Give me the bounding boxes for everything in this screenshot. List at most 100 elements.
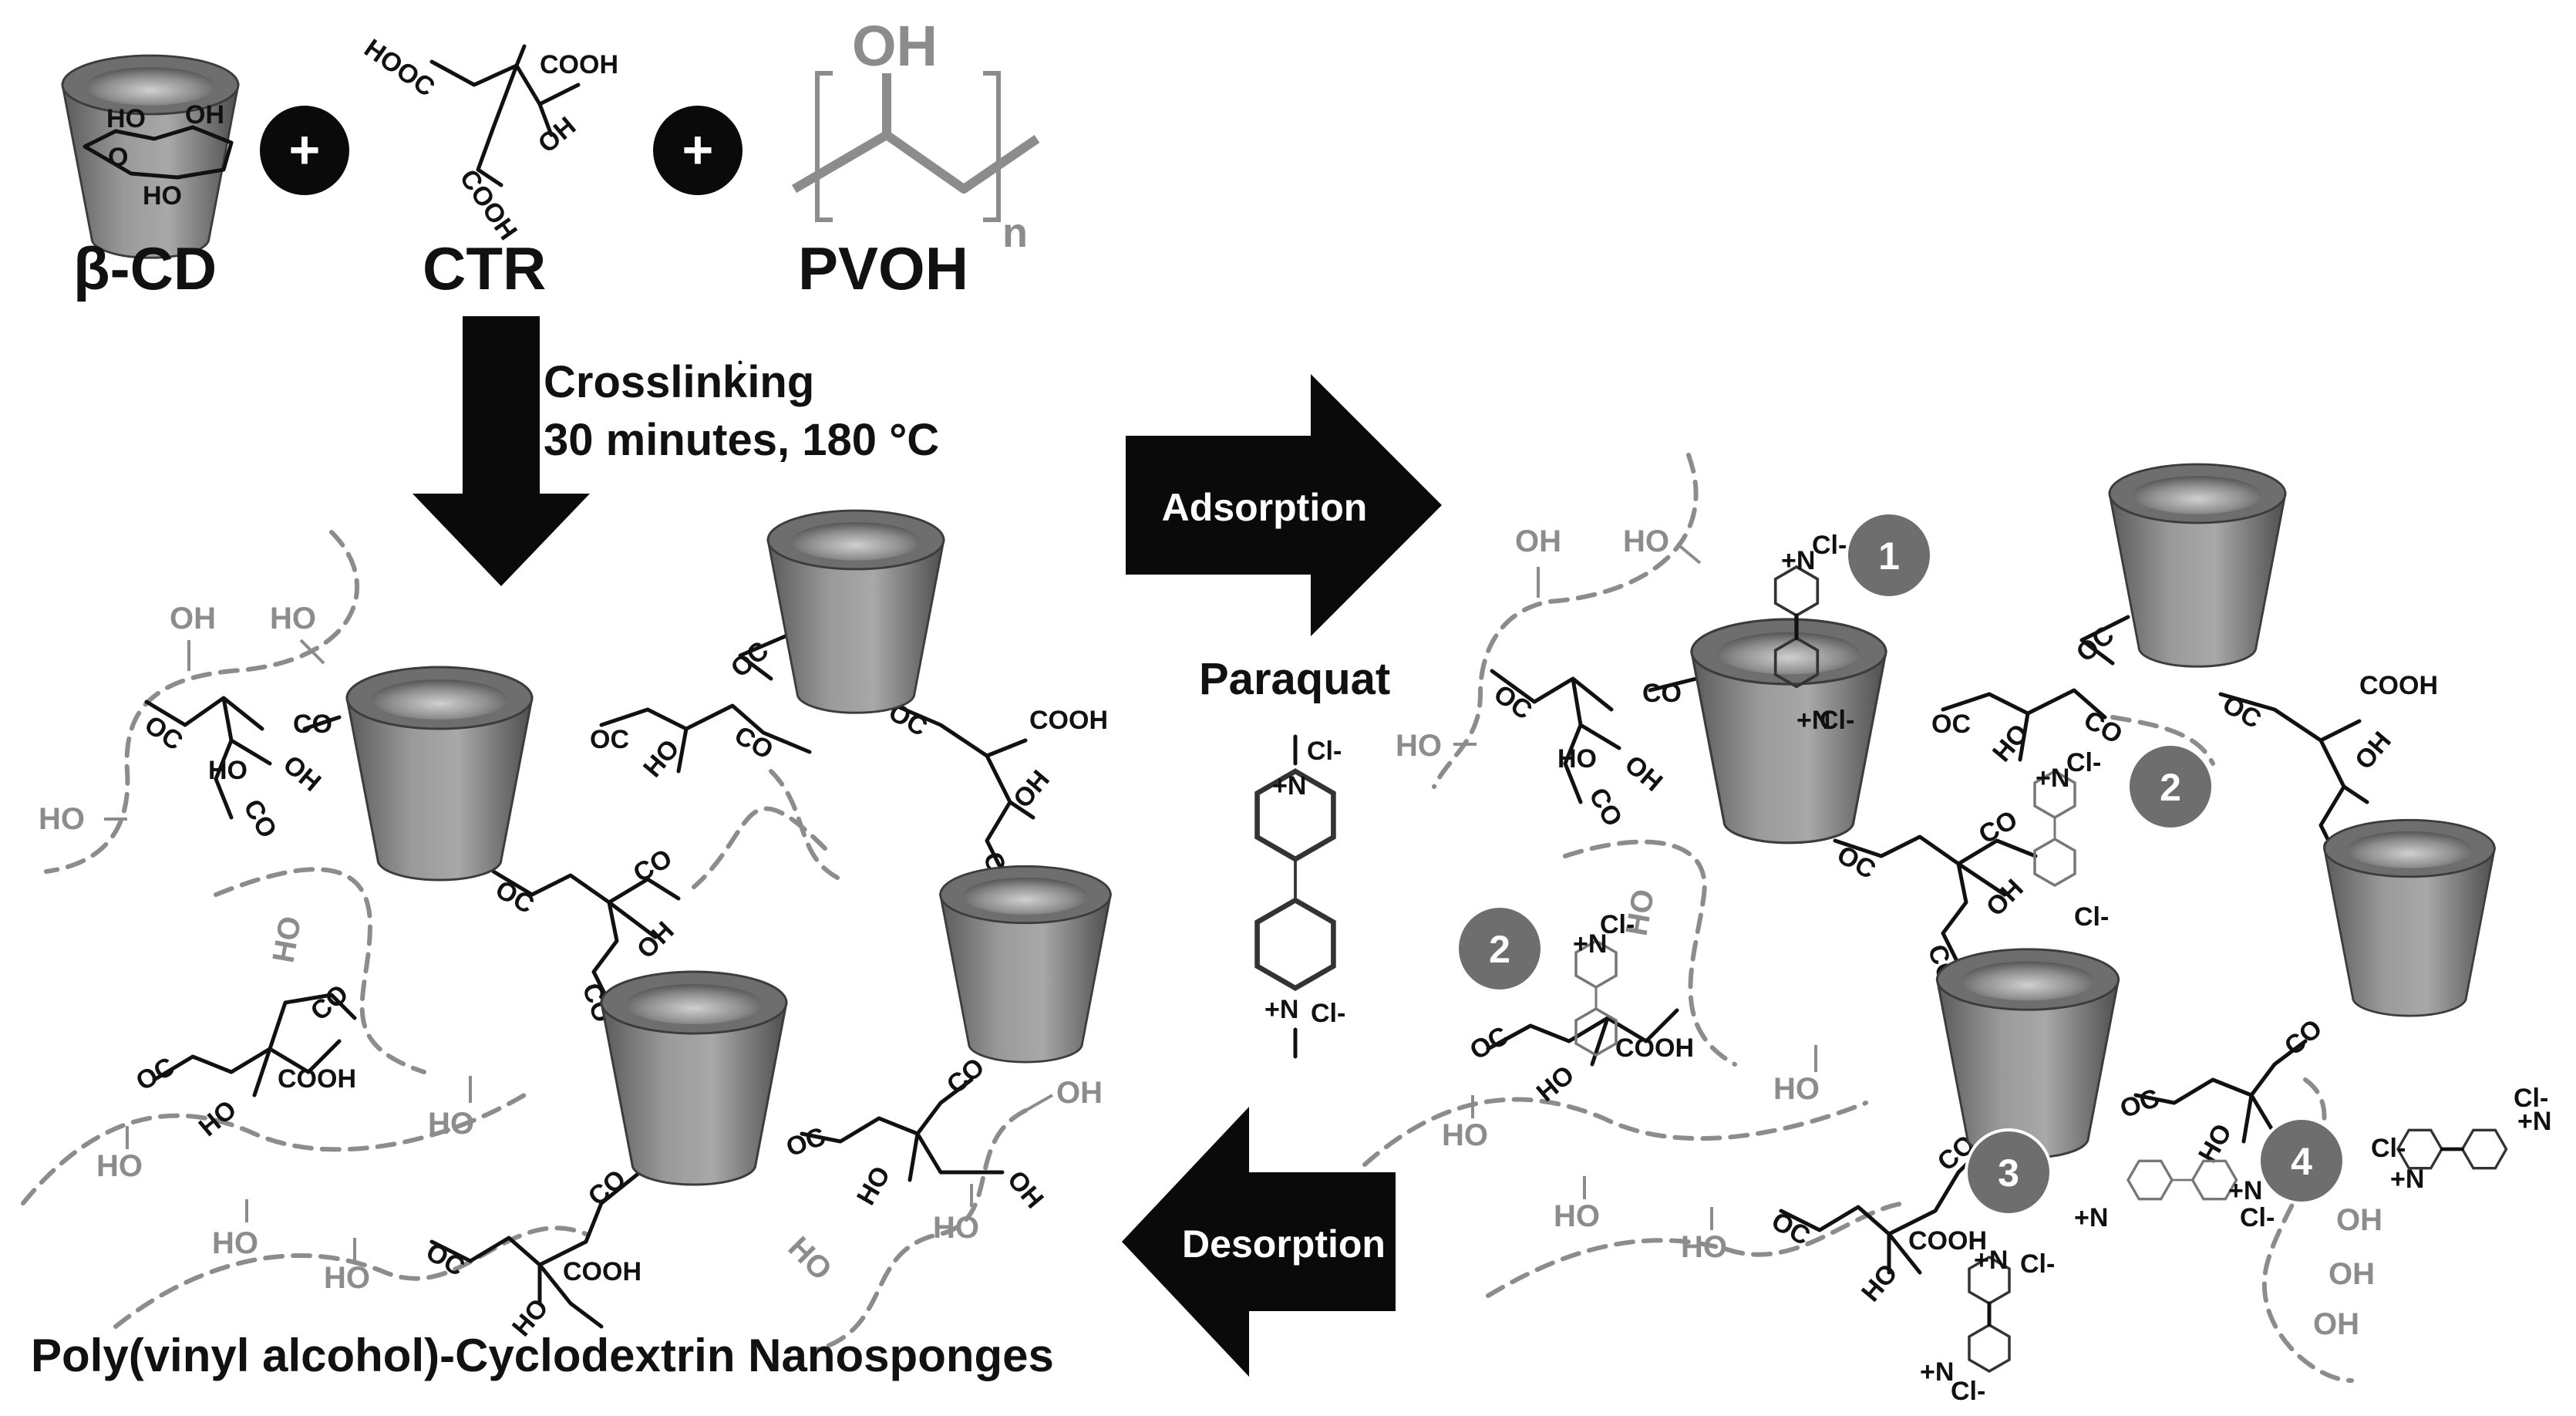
svg-text:+: + [289, 120, 321, 180]
chain-oh-label: OH [170, 602, 216, 636]
cooh-label: COOH [1029, 706, 1108, 735]
co-label: CO [729, 720, 778, 765]
svg-text:Cl-: Cl- [2020, 1249, 2055, 1279]
co-label: CO [237, 794, 282, 843]
paraquat-n-plus-top: +N [1272, 771, 1306, 801]
cyclodextrin-cup [1935, 948, 2120, 1159]
ho-label: HO [1557, 744, 1597, 774]
cooh-label: COOH [278, 1064, 356, 1094]
cyclodextrin-cup [345, 666, 534, 882]
oc-label: OC [590, 725, 629, 754]
ctr-oh-label: OH [533, 111, 581, 159]
chain-oh-label: OH [2329, 1257, 2375, 1291]
glucose-ring-sketch: HO OH O HO [82, 100, 234, 211]
svg-text:2: 2 [2160, 766, 2181, 809]
cyclodextrin-cup [1690, 618, 1887, 845]
site-badge-1: 1 [1845, 511, 1933, 599]
ctr-label: CTR [423, 234, 546, 302]
ho-label: HO [1856, 1259, 1904, 1307]
ctr-hooc-label: HOOC [359, 33, 439, 103]
chain-ho-label: HO [782, 1230, 839, 1287]
site-badge-3: 3 [1965, 1128, 2052, 1216]
svg-text:3: 3 [1998, 1151, 2019, 1195]
co-label: CO [1974, 805, 2022, 850]
svg-text:Cl-: Cl- [1820, 706, 1854, 735]
crosslinking-label: Crosslinking [544, 357, 814, 407]
chain-ho-label: HO [1554, 1199, 1600, 1233]
oh-label: OH [278, 750, 326, 797]
svg-text:Cl-: Cl- [2371, 1134, 2406, 1163]
pvoh-oh-label: OH [852, 14, 938, 78]
svg-text:4: 4 [2291, 1140, 2312, 1183]
co-label: CO [305, 979, 354, 1027]
cyclodextrin-cup [600, 970, 788, 1186]
site-badge-2b: 2 [1456, 905, 1544, 993]
oc-label: OC [1832, 840, 1881, 885]
beta-cd-label: β-CD [73, 234, 217, 302]
svg-text:Cl-: Cl- [1600, 910, 1635, 939]
crosslinking-conditions: 30 minutes, 180 °C [544, 415, 939, 465]
cd-oh-label: OH [185, 100, 224, 130]
co-label: CO [583, 1164, 631, 1212]
svg-text:Cl-: Cl- [1951, 1377, 1985, 1406]
adsorption-label: Adsorption [1162, 486, 1368, 529]
plus-sign-2: + [653, 106, 742, 195]
adsorption-arrow: Adsorption [1126, 374, 1442, 636]
oc-label: OC [139, 710, 188, 756]
cd-o-label: O [108, 143, 128, 172]
cyclodextrin-cup [2323, 818, 2496, 1017]
oh-label: OH [1981, 874, 2029, 922]
site-badge-4: 4 [2258, 1117, 2345, 1205]
co-label: CO [1583, 783, 1628, 831]
chain-ho-label: HO [428, 1107, 474, 1141]
ctr-cooh-label: COOH [540, 50, 618, 79]
co-label: CO [628, 844, 677, 888]
cooh-label: COOH [563, 1257, 641, 1286]
oc-label: OC [783, 1121, 830, 1162]
pvoh-reactant: OH n PVOH [791, 14, 1040, 302]
paraquat-free-4b: Cl- +N +N Cl- [2371, 1084, 2551, 1194]
site-badge-2a: 2 [2126, 743, 2214, 831]
chain-ho-label: HO [1681, 1230, 1727, 1264]
beta-cd-reactant: HO OH O HO β-CD [61, 54, 240, 302]
oc-label: OC [1488, 679, 1537, 725]
oh-label: OH [2349, 727, 2397, 775]
co-label: CO [1642, 679, 1682, 708]
svg-text:2: 2 [1489, 928, 1510, 971]
oc-label: OC [490, 875, 539, 919]
paraquat-free-3: +N Cl- +N Cl- [1920, 1246, 2055, 1406]
paraquat-cl-top: Cl- [1307, 737, 1342, 766]
cooh-label: COOH [2359, 671, 2438, 700]
chain-ho-label: HO [1442, 1118, 1488, 1152]
svg-text:+N: +N [2517, 1107, 2551, 1136]
chain-oh-label: OH [2313, 1307, 2359, 1341]
oh-label: OH [1002, 1165, 1049, 1214]
ho-label: HO [208, 756, 247, 785]
cyclodextrin-cup [2108, 463, 2287, 668]
crosslinking-arrow [412, 316, 590, 586]
paraquat-label: Paraquat [1199, 654, 1390, 704]
svg-text:+N: +N [1920, 1357, 1954, 1387]
chain-oh-label: OH [2336, 1203, 2382, 1237]
paraquat-inclusion-1: +N Cl- +N Cl- [1776, 531, 1854, 735]
ho-label: HO [851, 1161, 896, 1210]
oc-label: OC [1931, 710, 1971, 739]
paraquat-cl-bottom: Cl- [1311, 999, 1345, 1028]
svg-text:Cl-: Cl- [2066, 748, 2101, 777]
co-label: CO [941, 1052, 990, 1100]
svg-text:+: + [682, 120, 714, 180]
ho-label: HO [638, 734, 685, 783]
desorption-label: Desorption [1182, 1222, 1386, 1266]
oc-label: OC [2116, 1083, 2164, 1124]
chain-ho-label: HO [1396, 729, 1442, 763]
figure-caption: Poly(vinyl alcohol)-Cyclodextrin Nanospo… [31, 1330, 1054, 1381]
paraquat-partial-2a: +N Cl- Cl- [2033, 748, 2109, 932]
cooh-label: COOH [1615, 1033, 1694, 1063]
cd-ho2-label: HO [143, 181, 182, 211]
chain-ho-label: HO [39, 802, 85, 836]
oc-label: OC [131, 1052, 180, 1097]
citric-acid-reactant: HOOC COOH OH COOH CTR [359, 33, 618, 302]
ho-label: HO [194, 1094, 242, 1142]
